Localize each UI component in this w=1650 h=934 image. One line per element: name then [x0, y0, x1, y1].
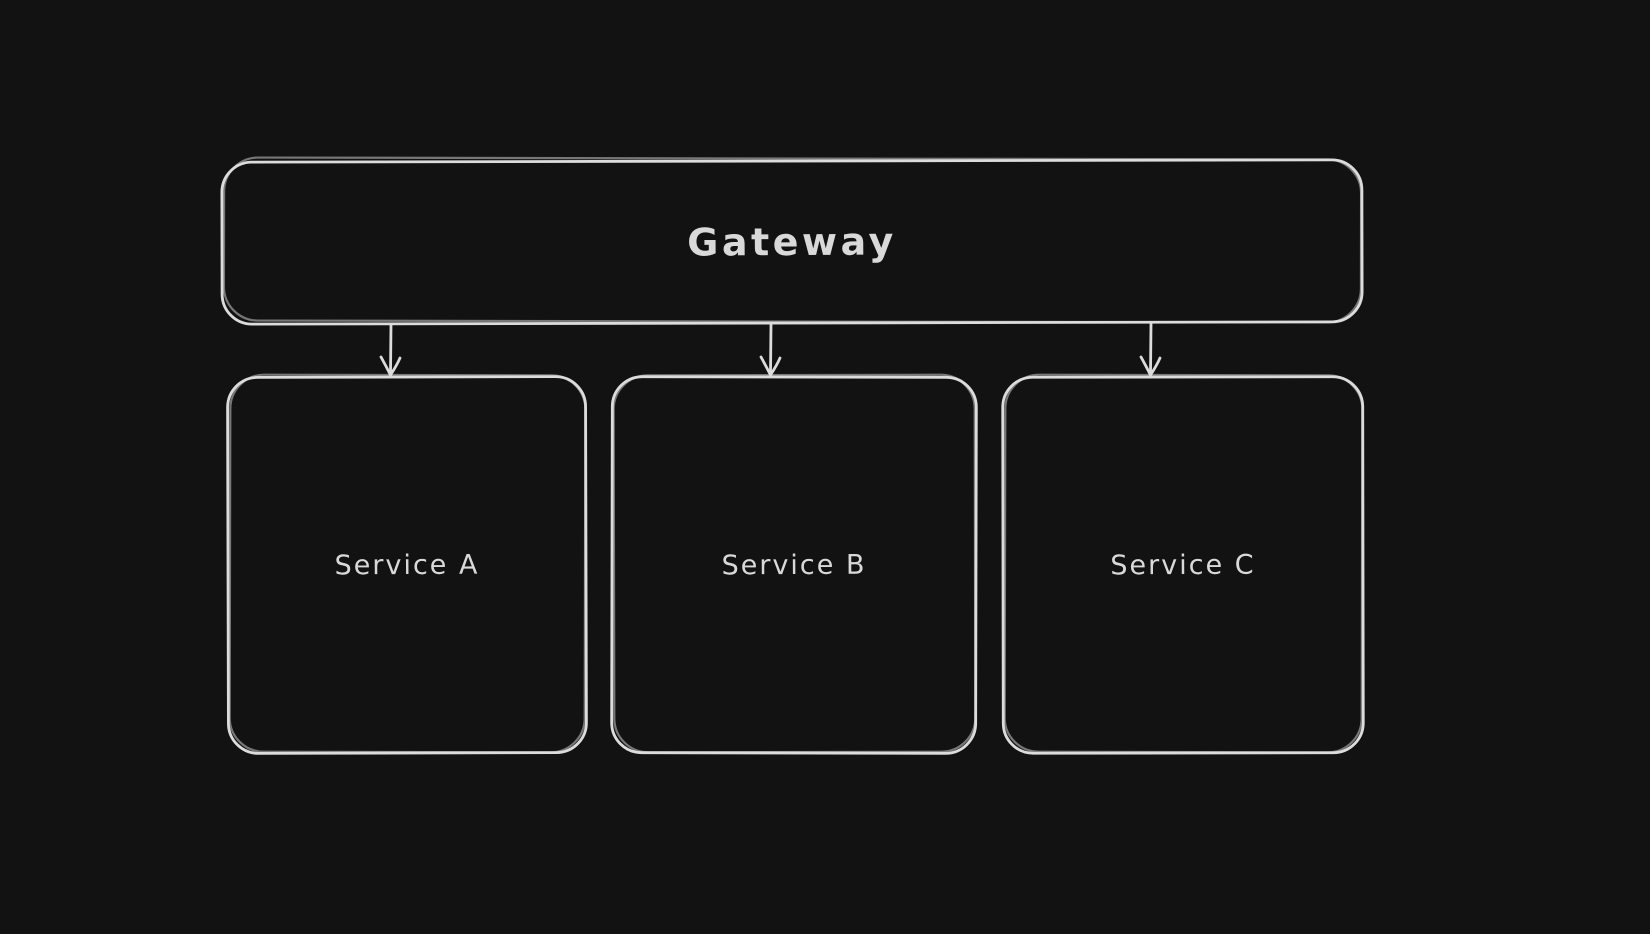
gateway-node[interactable]	[220, 156, 1364, 326]
arrow-gateway-to-service-a-icon[interactable]	[379, 322, 402, 377]
service-a-node[interactable]	[226, 373, 588, 755]
arrow-gateway-to-service-b-icon[interactable]	[759, 322, 782, 377]
service-c-node[interactable]	[1001, 373, 1365, 755]
arrow-gateway-to-service-c-icon[interactable]	[1139, 322, 1162, 377]
service-b-node[interactable]	[610, 373, 978, 755]
